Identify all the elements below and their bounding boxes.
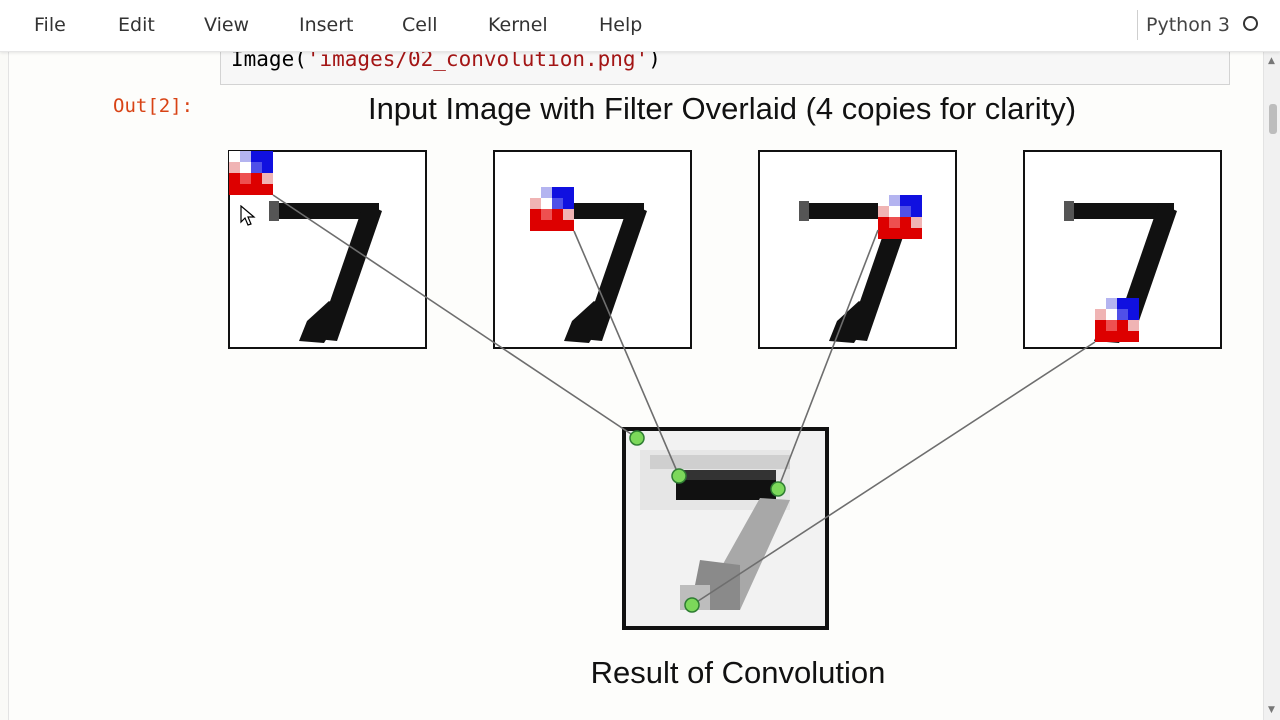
match-markers xyxy=(629,430,786,613)
connector-lines xyxy=(272,194,1096,606)
scroll-down-icon[interactable]: ▼ xyxy=(1268,705,1275,715)
kernel-name[interactable]: Python 3 xyxy=(1146,14,1230,36)
menu-help[interactable]: Help xyxy=(599,14,643,36)
result-caption: Result of Convolution xyxy=(591,655,886,690)
output-prompt: Out[2]: xyxy=(113,95,194,117)
menu-view[interactable]: View xyxy=(204,14,250,36)
scrollbar-thumb[interactable] xyxy=(1269,104,1277,134)
input-panel-1 xyxy=(228,150,427,349)
scroll-up-icon[interactable]: ▲ xyxy=(1268,56,1275,66)
menu-cell[interactable]: Cell xyxy=(402,14,438,36)
kernel-divider xyxy=(1137,10,1138,40)
result-panel xyxy=(622,427,829,630)
input-panel-4 xyxy=(1023,150,1222,349)
menubar: File Edit View Insert Cell Kernel Help P… xyxy=(0,0,1280,52)
menu-file[interactable]: File xyxy=(34,14,66,36)
menu-insert[interactable]: Insert xyxy=(299,14,354,36)
figure-title: Input Image with Filter Overlaid (4 copi… xyxy=(368,91,1076,126)
input-panel-2 xyxy=(493,150,692,349)
kernel-idle-icon xyxy=(1243,16,1258,31)
code-close-paren: ) xyxy=(648,47,661,71)
input-panel-3 xyxy=(758,150,957,349)
menu-kernel[interactable]: Kernel xyxy=(488,14,548,36)
mouse-cursor-icon xyxy=(240,205,256,226)
menu-edit[interactable]: Edit xyxy=(118,14,155,36)
scrollbar[interactable] xyxy=(1264,51,1280,720)
